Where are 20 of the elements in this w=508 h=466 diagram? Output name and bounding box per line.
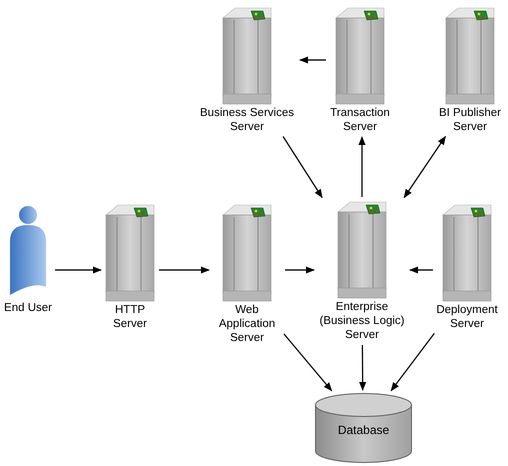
database-label: Database — [336, 423, 390, 437]
arrow — [359, 345, 366, 391]
arrow — [299, 56, 326, 64]
server-label: Web Application Server — [218, 303, 276, 345]
server-label: Transaction Server — [329, 106, 391, 134]
arrow — [285, 266, 315, 274]
arrow — [390, 333, 435, 392]
arrow — [404, 136, 446, 198]
arrow — [409, 266, 433, 274]
user-label: End User — [4, 301, 52, 315]
server-label: HTTP Server — [112, 303, 148, 331]
arrow — [282, 136, 323, 198]
arrow — [358, 136, 366, 197]
server-label: Business Services Server — [199, 106, 295, 134]
arrow — [55, 266, 102, 274]
server-label: Deployment Server — [436, 303, 498, 331]
arrow — [159, 266, 210, 274]
server-label: Enterprise (Business Logic) Server — [318, 300, 406, 342]
arrow — [283, 334, 332, 392]
server-label: BI Publisher Server — [438, 106, 502, 134]
